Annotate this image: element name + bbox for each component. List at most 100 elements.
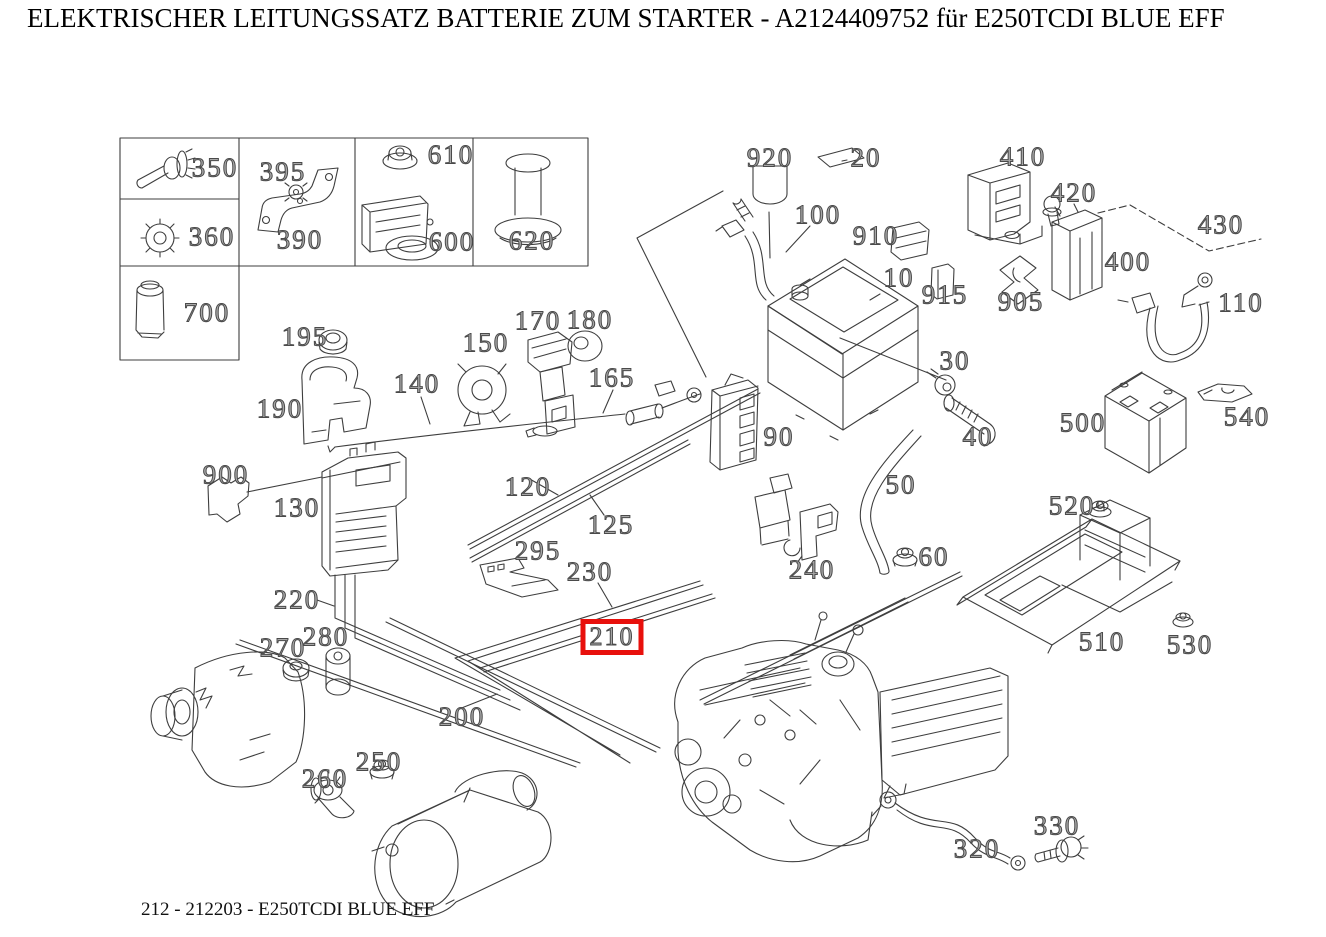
part-hose-50 [859,429,922,575]
part-callout-350[interactable]: 350 [191,152,239,183]
part-aux-battery-500 [1104,371,1187,474]
reference-grid [119,137,589,361]
part-callout-500[interactable]: 500 [1059,407,1107,438]
part-callout-920[interactable]: 920 [746,142,794,173]
part-alternator [150,651,306,788]
part-inline-connector-165 [525,380,702,438]
part-flag-920 [752,165,788,259]
part-callout-100[interactable]: 100 [794,199,842,230]
part-callout-60[interactable]: 60 [918,541,950,572]
part-callout-125[interactable]: 125 [587,509,635,540]
part-callout-905[interactable]: 905 [997,286,1045,317]
part-callout-10[interactable]: 10 [883,262,915,293]
part-callout-390[interactable]: 390 [276,224,324,255]
part-clip-905 [999,255,1039,305]
part-callout-260[interactable]: 260 [301,763,349,794]
part-callout-190[interactable]: 190 [256,393,304,424]
part-ground-strap-110 [1117,272,1213,363]
part-callout-90[interactable]: 90 [763,421,795,452]
part-callout-240[interactable]: 240 [788,554,836,585]
part-callout-40[interactable]: 40 [962,421,994,452]
part-callout-270[interactable]: 270 [259,632,307,663]
part-bracket-540 [1197,383,1253,403]
part-callout-900[interactable]: 900 [202,459,250,490]
part-bracket-390 [257,167,339,233]
part-grommet-180 [567,330,603,362]
wire-route-430 [1097,204,1262,252]
part-callout-180[interactable]: 180 [566,304,614,335]
part-callout-410[interactable]: 410 [999,141,1047,172]
part-callout-520[interactable]: 520 [1048,490,1096,521]
part-ground-cable-320 [871,791,1026,871]
part-callout-20[interactable]: 20 [850,142,882,173]
part-callout-295[interactable]: 295 [514,535,562,566]
part-bolt-420 [1042,195,1062,227]
part-callout-910[interactable]: 910 [852,220,900,251]
part-callout-130[interactable]: 130 [273,492,321,523]
part-callout-620[interactable]: 620 [508,225,556,256]
part-holder-240 [796,503,839,564]
part-callout-540[interactable]: 540 [1223,401,1271,432]
leader-lines [246,225,947,710]
part-callout-195[interactable]: 195 [281,321,329,352]
part-grommet-620 [494,153,562,246]
part-callout-140[interactable]: 140 [393,368,441,399]
part-nut-250 [369,759,395,780]
part-bracket-190 [301,356,371,445]
part-connector-150 [457,363,511,427]
part-callout-360[interactable]: 360 [188,221,236,252]
part-nut-195 [318,329,348,355]
part-callout-700[interactable]: 700 [183,297,231,328]
part-callout-200[interactable]: 200 [438,701,486,732]
part-unit-600 [361,195,439,261]
part-callout-420[interactable]: 420 [1050,177,1098,208]
part-starter [371,770,552,918]
part-elbow-40 [943,394,996,447]
part-callout-330[interactable]: 330 [1033,810,1081,841]
part-callout-30[interactable]: 30 [939,345,971,376]
part-nut-530 [1172,612,1194,628]
part-cable-100 [715,198,775,301]
part-bolt-350 [136,148,196,189]
part-callout-170[interactable]: 170 [514,305,562,336]
part-callout-110[interactable]: 110 [1218,287,1264,318]
part-callout-50[interactable]: 50 [885,469,917,500]
part-fuse-915 [930,263,955,300]
part-tray-510 [956,499,1181,654]
part-sleeve-700 [135,280,165,339]
part-callout-165[interactable]: 165 [588,362,636,393]
part-callout-530[interactable]: 530 [1166,629,1214,660]
part-callout-230[interactable]: 230 [566,556,614,587]
part-battery-10 [767,258,919,441]
part-engine [674,611,1009,863]
part-callout-320[interactable]: 320 [953,833,1001,864]
part-callout-210[interactable]: 210 [580,619,644,655]
part-callout-610[interactable]: 610 [427,139,475,170]
part-callout-120[interactable]: 120 [504,471,552,502]
part-connector-170 [527,331,576,435]
part-nut-360 [140,218,180,258]
part-callout-280[interactable]: 280 [302,621,350,652]
part-bracket-295 [479,557,559,598]
part-callout-395[interactable]: 395 [259,156,307,187]
page-footer: 212 - 212203 - E250TCDI BLUE EFF [141,899,435,920]
part-callout-600[interactable]: 600 [428,226,476,257]
part-callout-150[interactable]: 150 [462,327,510,358]
part-callout-250[interactable]: 250 [355,746,403,777]
part-terminal-900 [207,476,250,523]
part-cap-280 [325,647,351,696]
part-plate-20 [817,147,865,168]
part-callout-220[interactable]: 220 [273,584,321,615]
part-callout-510[interactable]: 510 [1078,626,1126,657]
part-bracket-410 [967,162,1043,245]
part-callout-915[interactable]: 915 [921,279,969,310]
part-nut-270 [282,658,310,682]
part-module-130 [321,441,407,577]
part-callout-430[interactable]: 430 [1197,209,1245,240]
part-callout-400[interactable]: 400 [1104,246,1152,277]
part-connector-90 [709,373,759,471]
part-nut-520 [1088,500,1112,518]
